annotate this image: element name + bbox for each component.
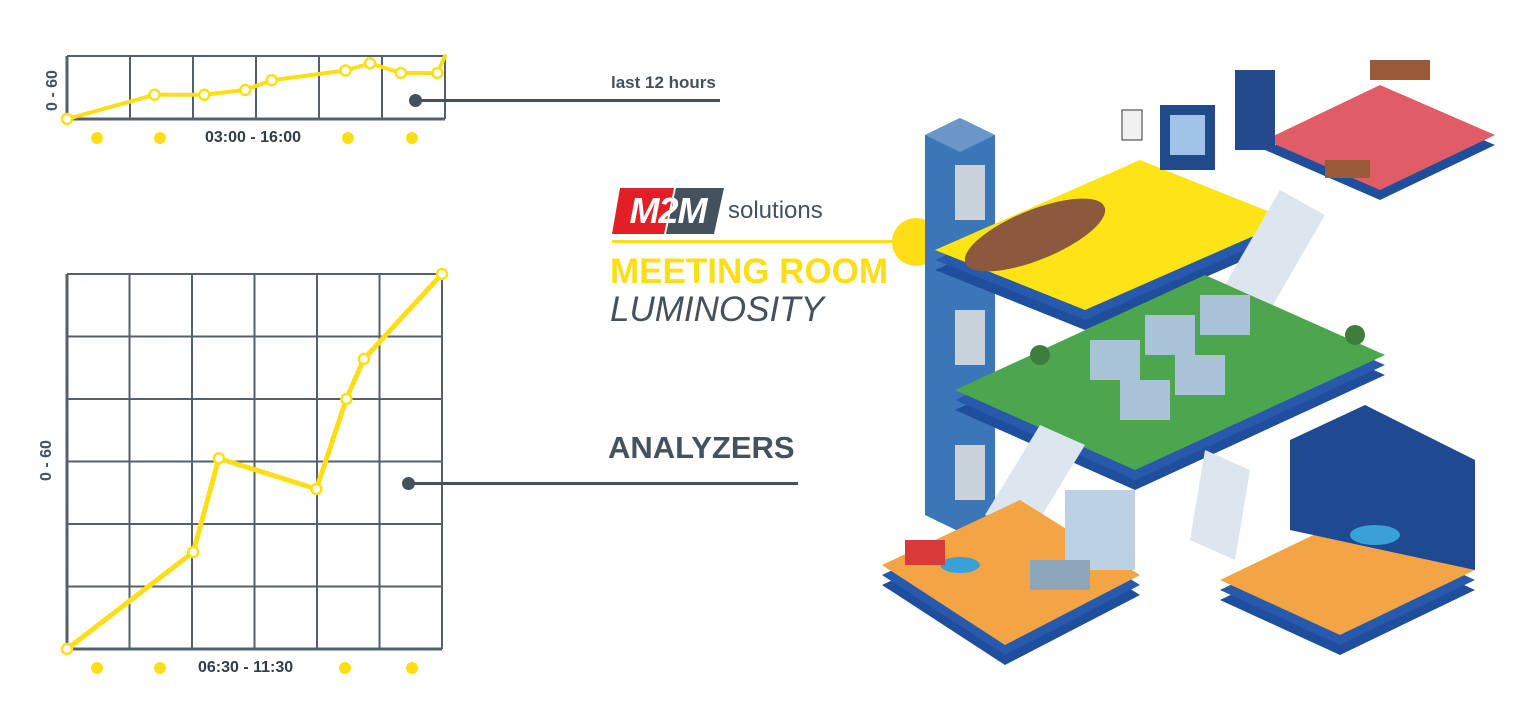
x-axis-marker [154,132,166,144]
elevator-shaft [925,118,995,532]
x-axis-marker [406,132,418,144]
data-points [60,267,449,656]
logo-mark: M2M [629,190,708,231]
x-axis-marker [154,662,166,674]
logo-wordmark: solutions [728,197,823,224]
data-point [148,88,161,102]
grid [65,273,443,651]
callout-line-2 [412,482,798,485]
data-points [60,57,444,126]
data-point [239,83,252,97]
data-point [60,642,74,656]
x-axis-marker [406,662,418,674]
data-point [435,267,449,281]
data-point [187,545,200,559]
title-meeting-room: MEETING ROOM [610,252,889,291]
x-axis-marker [342,132,354,144]
x-dots [91,132,418,144]
title-connector-line [612,240,912,243]
data-point [265,73,278,87]
chart2-range-label: 06:30 - 11:30 [198,659,294,676]
data-point [212,452,226,465]
luminosity-chart-12h [60,54,447,144]
data-point [60,112,74,126]
x-dots [91,662,418,674]
floor-reception [882,490,1140,665]
data-point [363,57,377,70]
data-point [198,88,211,102]
callout-line-1 [420,99,720,102]
data-point [394,66,408,80]
chart2-y-label: 0 - 60 [38,440,55,481]
callout-label-2: ANALYZERS [608,430,795,465]
x-axis-marker [339,662,351,674]
series-line [65,54,447,121]
data-point [340,392,353,406]
callout-dot-2 [402,477,415,490]
m2m-logo-badge: M2M [612,188,724,234]
floor-office [1235,60,1495,200]
chart1-y-label: 0 - 60 [44,70,61,111]
title-luminosity: LUMINOSITY [610,290,824,329]
floor-meeting-room [935,105,1290,330]
data-point [357,352,371,366]
data-point [310,482,323,496]
m2m-logo: M2M solutions [612,188,823,234]
x-axis-marker [91,132,103,144]
luminosity-chart-analyzers [60,267,449,674]
callout-dot-1 [409,94,422,107]
stairs-lower-right [1190,450,1250,560]
callout-label-1: last 12 hours [611,73,716,92]
floor-lounge [1220,405,1475,655]
chart1-range-label: 03:00 - 16:00 [205,129,302,146]
data-point [431,66,444,80]
x-axis-marker [91,662,103,674]
data-point [339,64,352,77]
stairs-upper [1225,190,1325,310]
office-illustration [882,60,1495,665]
